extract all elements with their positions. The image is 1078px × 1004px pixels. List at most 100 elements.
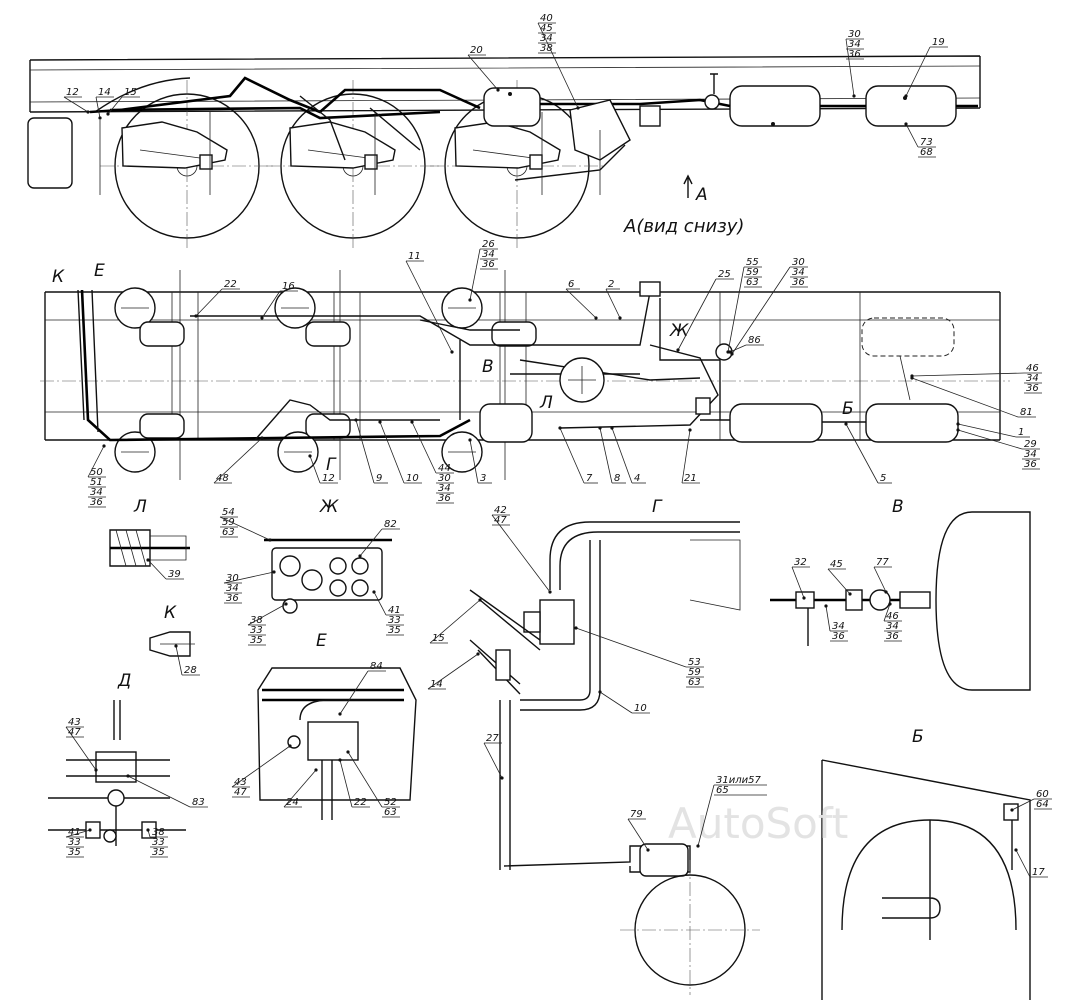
side-air-tank-20 <box>483 87 541 127</box>
callout-4-line-1: 45 <box>540 23 553 34</box>
callout-0: 12 <box>63 87 90 114</box>
callout-16-line-0: 30 <box>792 257 805 268</box>
callout-23-leader <box>681 429 691 484</box>
callout-50-leader <box>825 605 831 632</box>
callout-1-leader <box>95 96 101 119</box>
callout-7-line-0: 73 <box>920 137 933 148</box>
callout-63-leader <box>1011 798 1035 811</box>
callout-29: 10 <box>378 420 422 484</box>
callout-44-line-1: 59 <box>688 667 701 678</box>
callout-17-line-0: 86 <box>748 335 761 346</box>
callout-36-line-0: 82 <box>384 519 397 530</box>
callout-58-line-0: 24 <box>286 797 299 808</box>
callout-54-leader <box>65 829 91 838</box>
callout-17-leader <box>729 344 747 353</box>
callout-37-line-2: 36 <box>226 593 239 604</box>
callout-64-leader <box>1015 849 1031 878</box>
callout-4-line-3: 38 <box>540 43 553 54</box>
callout-59: 22 <box>338 758 370 808</box>
callout-57-line-1: 47 <box>234 787 247 798</box>
callout-31-leader <box>309 455 321 484</box>
callout-18-line-2: 36 <box>1026 383 1039 394</box>
callout-13-leader <box>605 288 621 319</box>
callout-14-leader <box>677 278 717 351</box>
callout-49-leader <box>873 566 887 593</box>
callout-15-line-1: 59 <box>746 267 759 278</box>
callout-45: 10 <box>598 690 650 714</box>
callout-21-line-2: 36 <box>1024 459 1037 470</box>
callout-5-line-2: 36 <box>848 49 861 60</box>
callout-52-line-0: 43 <box>68 717 81 728</box>
callout-58-leader <box>283 769 317 808</box>
callout-33-line-2: 34 <box>90 487 103 498</box>
section-title-3: В <box>892 497 904 517</box>
callout-47-leader <box>791 566 805 599</box>
callout-21-line-0: 29 <box>1024 439 1037 450</box>
callout-25: 8 <box>598 426 626 484</box>
callout-38-leader <box>247 603 287 626</box>
section-title-6: Е <box>316 631 327 651</box>
callout-45-line-0: 10 <box>634 703 647 714</box>
callout-39-line-2: 35 <box>388 625 401 636</box>
callout-10: 11 <box>405 251 454 354</box>
callout-24-line-0: 4 <box>634 473 640 484</box>
callout-8-line-0: 22 <box>224 279 237 290</box>
view-marker-A: А <box>683 174 708 205</box>
callout-26-leader <box>559 427 585 484</box>
callout-48-line-0: 45 <box>830 559 843 570</box>
callout-44-line-2: 63 <box>688 677 701 688</box>
view-marker-A-label: А <box>695 185 708 205</box>
callout-53-line-0: 83 <box>192 797 205 808</box>
callout-27-leader <box>469 439 479 484</box>
callout-31: 12 <box>308 454 338 484</box>
callout-9-line-0: 16 <box>282 281 295 292</box>
callout-12-leader <box>565 288 597 319</box>
detail-V <box>770 511 1031 691</box>
callout-41-line-0: 42 <box>494 505 507 516</box>
callout-32-line-0: 48 <box>216 473 229 484</box>
callout-27: 3 <box>468 438 492 484</box>
callout-47: 32 <box>791 557 810 600</box>
callout-34: 39 <box>146 558 184 580</box>
callout-51-leader <box>883 603 891 622</box>
callout-15-line-2: 63 <box>746 277 759 288</box>
callout-28-line-0: 44 <box>438 463 451 474</box>
callout-52-leader <box>65 726 97 771</box>
callout-6: 19 <box>904 37 948 98</box>
callout-10-leader <box>405 260 453 353</box>
callout-5-line-0: 30 <box>848 29 861 40</box>
callout-37-leader <box>223 571 275 584</box>
callout-60-line-1: 63 <box>384 807 397 818</box>
callout-64-line-0: 17 <box>1032 867 1045 878</box>
callout-56-line-0: 84 <box>370 661 383 672</box>
detail-E <box>257 667 417 820</box>
callout-60-line-0: 52 <box>384 797 397 808</box>
callout-14-line-0: 25 <box>718 269 731 280</box>
callout-40-leader <box>175 645 183 676</box>
callout-33-line-1: 51 <box>90 477 103 488</box>
marker-letter-2: Ж <box>669 321 689 341</box>
callout-19-line-0: 81 <box>1020 407 1033 418</box>
side-air-tank-left-front <box>729 85 821 127</box>
callout-14: 25 <box>676 269 734 352</box>
callout-61: 79 <box>627 809 650 852</box>
callout-13-line-0: 2 <box>608 279 614 290</box>
callout-26: 7 <box>558 426 598 484</box>
section-title-5: Д <box>117 671 131 691</box>
